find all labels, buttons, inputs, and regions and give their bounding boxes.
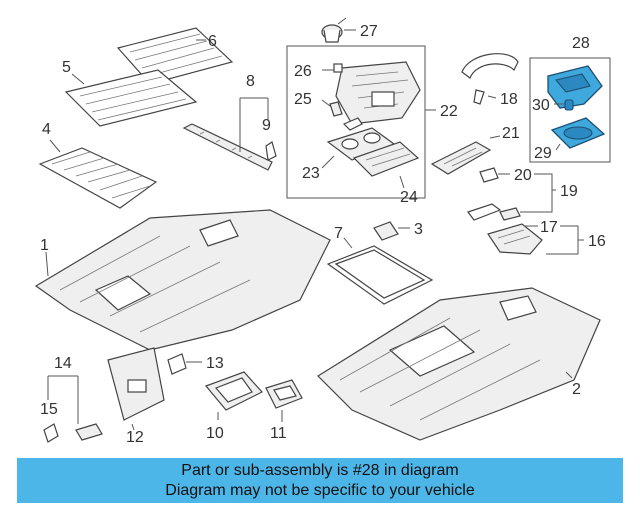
part-27-clip <box>321 17 347 43</box>
callout-24: 24 <box>400 189 418 206</box>
part-19-harness <box>467 203 521 221</box>
part-16-reading-lamp <box>487 223 543 255</box>
part-28-lamp <box>547 65 603 109</box>
part-5-panel <box>64 69 198 127</box>
callout-27: 27 <box>360 23 378 40</box>
callout-28: 28 <box>572 35 590 52</box>
part-4-panel <box>38 147 158 209</box>
part-11-bracket <box>265 379 303 409</box>
part-9-clip <box>265 141 277 161</box>
part-14-hook <box>75 423 103 441</box>
part-3-clip <box>373 221 399 241</box>
callout-15: 15 <box>40 401 58 418</box>
banner-line-2: Diagram may not be specific to your vehi… <box>165 482 475 499</box>
part-6-panel <box>116 27 234 85</box>
callout-7: 7 <box>334 225 343 242</box>
callout-26: 26 <box>294 63 312 80</box>
info-banner: Part or sub-assembly is #28 in diagram D… <box>17 458 623 503</box>
part-21-bracket <box>430 141 492 175</box>
callout-29: 29 <box>534 145 552 162</box>
part-15-clip <box>43 423 59 443</box>
part-2-headliner <box>317 287 601 441</box>
callout-1: 1 <box>40 237 49 254</box>
callout-5: 5 <box>62 59 71 76</box>
part-1-headliner <box>34 209 331 351</box>
callout-9: 9 <box>262 117 271 134</box>
part-7-sunroof-trim <box>326 245 434 305</box>
part-10-tray <box>204 371 263 411</box>
callout-16: 16 <box>588 233 606 250</box>
part-12-sun-visor <box>107 347 165 421</box>
callout-8: 8 <box>246 73 255 90</box>
banner-line-1: Part or sub-assembly is #28 in diagram <box>181 462 459 479</box>
callout-11: 11 <box>270 425 287 442</box>
part-29-lens <box>550 117 606 149</box>
callout-3: 3 <box>414 221 423 238</box>
callout-2: 2 <box>572 381 581 398</box>
callout-10: 10 <box>206 425 224 442</box>
part-23-lens <box>326 127 396 161</box>
callout-21: 21 <box>502 125 520 142</box>
callout-12: 12 <box>126 429 144 446</box>
callout-6: 6 <box>208 33 217 50</box>
callout-18: 18 <box>500 91 518 108</box>
group-22-box <box>286 45 426 199</box>
part-25-bulb <box>342 117 363 131</box>
callout-23: 23 <box>302 165 320 182</box>
part-22-console <box>335 61 421 125</box>
part-13-holder <box>167 353 187 375</box>
callout-4: 4 <box>42 121 51 138</box>
part-25-lens <box>329 101 343 117</box>
callout-13: 13 <box>206 355 224 372</box>
callout-20: 20 <box>514 167 532 184</box>
part-8-rail <box>182 123 273 171</box>
part-26-clip <box>333 63 343 73</box>
part-20-connector <box>479 167 499 183</box>
callout-25: 25 <box>294 91 312 108</box>
callout-14: 14 <box>54 355 72 372</box>
callout-22: 22 <box>440 103 458 120</box>
part-18-grab-handle <box>461 53 519 105</box>
part-30-bulb <box>564 99 574 111</box>
part-24-lens <box>352 141 420 177</box>
parts-diagram: 6 5 4 27 22 26 25 23 <box>34 17 611 446</box>
callout-19: 19 <box>560 183 578 200</box>
group-28-box <box>529 57 611 163</box>
callout-30: 30 <box>532 97 550 114</box>
callout-17: 17 <box>540 219 558 236</box>
